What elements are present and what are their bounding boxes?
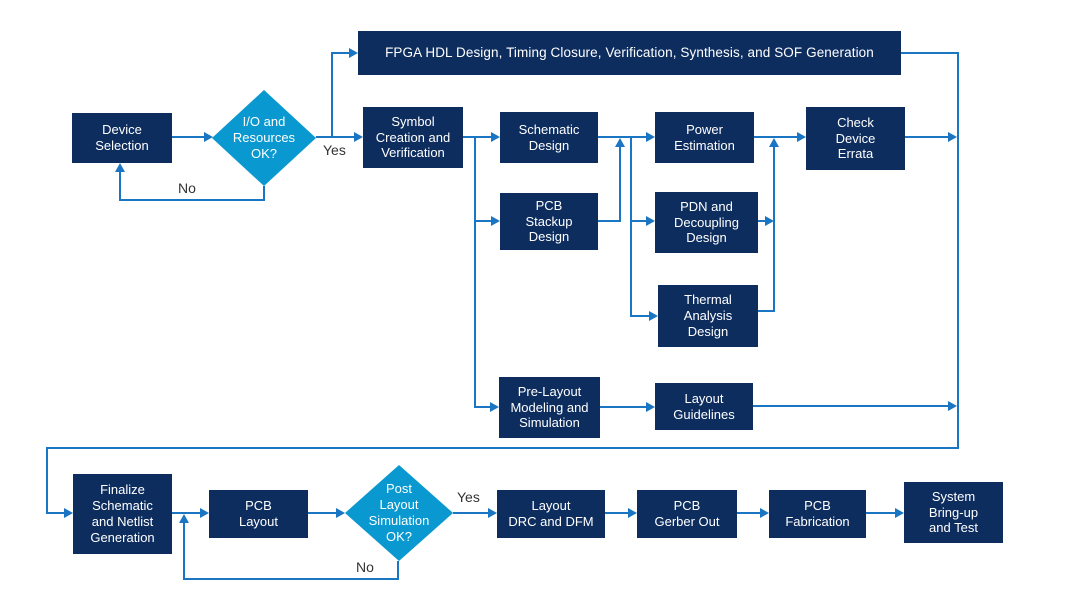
node-layout-guidelines: Layout Guidelines bbox=[655, 383, 753, 430]
decision-post-layout-sim-ok: Post Layout Simulation OK? bbox=[345, 465, 453, 561]
connector-errata-out bbox=[905, 136, 949, 138]
arrowhead-into-stackup bbox=[491, 216, 500, 226]
arrowhead-into-schematic bbox=[491, 132, 500, 142]
connector-fabrication-out bbox=[866, 512, 895, 514]
arrowhead-into-pdn bbox=[646, 216, 655, 226]
node-layout-drc-dfm: Layout DRC and DFM bbox=[497, 490, 605, 538]
connector-branch-to-prelayout bbox=[474, 406, 491, 408]
arrowhead-into-power bbox=[646, 132, 655, 142]
arrowhead-guidelines-to-rail bbox=[948, 401, 957, 411]
connector-prelayout-out bbox=[600, 406, 646, 408]
connector-mid-branch-rail bbox=[630, 136, 632, 317]
node-schematic-design: Schematic Design bbox=[500, 112, 598, 163]
arrowhead-io-to-symbol bbox=[354, 132, 363, 142]
connector-io-no-up bbox=[119, 172, 121, 201]
connector-finalize-out bbox=[172, 512, 200, 514]
edge-label-yes-post-layout: Yes bbox=[457, 489, 480, 505]
connector-stackup-out bbox=[598, 220, 621, 222]
connector-io-no-down bbox=[263, 186, 265, 201]
node-check-device-errata: Check Device Errata bbox=[806, 107, 905, 170]
node-pdn-decoupling-design: PDN and Decoupling Design bbox=[655, 192, 758, 253]
arrowhead-into-drc bbox=[488, 508, 497, 518]
node-prelayout-modeling: Pre-Layout Modeling and Simulation bbox=[499, 377, 600, 438]
connector-banner-out bbox=[901, 52, 959, 54]
arrowhead-into-system bbox=[895, 508, 904, 518]
node-fpga-hdl-design: FPGA HDL Design, Timing Closure, Verific… bbox=[358, 31, 901, 75]
arrowhead-into-postlayout bbox=[336, 508, 345, 518]
node-device-selection: Device Selection bbox=[72, 113, 172, 163]
connector-return-bottom bbox=[46, 447, 959, 449]
connector-device-to-io bbox=[172, 136, 206, 138]
connector-branch-to-pdn bbox=[630, 220, 646, 222]
edge-label-no-post-layout: No bbox=[356, 559, 374, 575]
arrowhead-merge-into-power-line bbox=[769, 138, 779, 147]
connector-symbol-branch-rail bbox=[474, 136, 476, 408]
connector-schematic-out bbox=[598, 136, 646, 138]
arrowhead-errata-to-rail bbox=[948, 132, 957, 142]
connector-pcb-layout-out bbox=[308, 512, 336, 514]
arrowhead-pdn-merge bbox=[765, 216, 774, 226]
connector-yes-branch-up bbox=[331, 52, 333, 137]
connector-symbol-out bbox=[463, 136, 492, 138]
connector-postlayout-no-left bbox=[183, 578, 399, 580]
arrowhead-into-guidelines bbox=[646, 402, 655, 412]
node-pcb-gerber-out: PCB Gerber Out bbox=[637, 490, 737, 538]
connector-postlayout-no-up bbox=[183, 523, 185, 580]
connector-thermal-out bbox=[758, 310, 775, 312]
connector-merge-rail bbox=[773, 147, 775, 312]
arrowhead-device-to-io bbox=[204, 132, 213, 142]
arrowhead-into-errata bbox=[797, 132, 806, 142]
decision-io-resources-ok: I/O and Resources OK? bbox=[212, 90, 316, 186]
connector-stackup-up bbox=[619, 147, 621, 222]
node-power-estimation: Power Estimation bbox=[655, 112, 754, 163]
connector-branch-to-stackup bbox=[474, 220, 492, 222]
node-system-bringup-test: System Bring-up and Test bbox=[904, 482, 1003, 543]
node-pcb-layout: PCB Layout bbox=[209, 490, 308, 538]
node-pcb-fabrication: PCB Fabrication bbox=[769, 490, 866, 538]
arrowhead-into-thermal bbox=[649, 311, 658, 321]
node-thermal-analysis: Thermal Analysis Design bbox=[658, 285, 758, 347]
connector-postlayout-no-down bbox=[397, 561, 399, 580]
arrowhead-into-pcb-layout bbox=[200, 508, 209, 518]
connector-power-out bbox=[754, 136, 797, 138]
connector-drc-out bbox=[605, 512, 628, 514]
arrowhead-into-banner bbox=[349, 48, 358, 58]
connector-right-rail bbox=[957, 52, 959, 449]
arrowhead-no-into-device bbox=[115, 163, 125, 172]
arrowhead-into-fabrication bbox=[760, 508, 769, 518]
connector-io-no-left bbox=[119, 199, 265, 201]
connector-return-into-finalize bbox=[46, 512, 64, 514]
node-symbol-creation: Symbol Creation and Verification bbox=[363, 107, 463, 168]
node-pcb-stackup-design: PCB Stackup Design bbox=[500, 193, 598, 250]
connector-return-down bbox=[46, 447, 48, 513]
connector-postlayout-yes bbox=[453, 512, 488, 514]
connector-guidelines-out bbox=[753, 405, 948, 407]
node-finalize-schematic: Finalize Schematic and Netlist Generatio… bbox=[73, 474, 172, 554]
connector-pdn-out bbox=[758, 220, 766, 222]
connector-branch-to-thermal bbox=[630, 315, 649, 317]
connector-branch-to-banner bbox=[331, 52, 351, 54]
arrowhead-no-merge bbox=[179, 514, 189, 523]
connector-io-to-symbol bbox=[316, 136, 356, 138]
arrowhead-into-gerber bbox=[628, 508, 637, 518]
arrowhead-stackup-merge bbox=[615, 138, 625, 147]
arrowhead-into-prelayout bbox=[490, 402, 499, 412]
edge-label-yes-io: Yes bbox=[323, 142, 346, 158]
edge-label-no-io: No bbox=[178, 180, 196, 196]
arrowhead-into-finalize bbox=[64, 508, 73, 518]
connector-gerber-out bbox=[737, 512, 760, 514]
